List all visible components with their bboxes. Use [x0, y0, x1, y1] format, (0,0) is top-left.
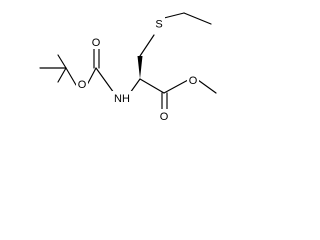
methyl-ester-group [161, 79, 217, 111]
ester-carbonyl-oxygen-label-mask [158, 109, 170, 123]
ester-oxygen-to-methyl-bond [197, 79, 217, 94]
boc-s-ethyl-cysteine-methyl-ester-structure: S O O NH O O [39, 12, 217, 123]
boc-carbamate-group [86, 46, 115, 94]
tert-butyl-to-oxygen-bond [65, 67, 77, 86]
ester-oxygen-label-mask [187, 73, 199, 87]
alpha-carbon-stereo-wedge [137, 56, 143, 79]
sulfur-label-mask [153, 17, 165, 30]
tert-butyl-methyl-bond-upper [57, 54, 67, 69]
sulfur-label: S [155, 19, 162, 31]
alpha-carbon-to-ester-carbon-bond [139, 78, 165, 94]
ethylthio-group [163, 12, 212, 25]
nitrogen-label-mask [112, 91, 132, 105]
carbamate-ester-oxygen-label-mask [76, 77, 88, 91]
carbamate-ester-oxygen-label: O [78, 79, 87, 91]
carbamate-carbonyl-oxygen-label: O [92, 37, 101, 49]
ethyl-carbon-carbon-bond [183, 12, 212, 25]
sulfur-to-ethyl-bond [163, 12, 185, 19]
tert-butyl-group [39, 54, 77, 86]
carbamate-carbonyl-oxygen-label-mask [90, 35, 102, 49]
carbamate-carbon-to-nitrogen-bond [95, 67, 115, 94]
cysteine-backbone [129, 34, 165, 94]
beta-carbon-to-sulfur-bond [139, 34, 155, 57]
ester-carbon-to-oxygen-bond [163, 79, 189, 94]
ester-carbonyl-oxygen-label: O [160, 111, 169, 123]
nitrogen-to-alpha-carbon-bond [129, 78, 141, 94]
atom-labels: S O O NH O O [76, 17, 199, 123]
nitrogen-label: NH [114, 93, 130, 105]
oxygen-to-carbamate-carbon-bond [86, 67, 97, 86]
ester-oxygen-label: O [189, 75, 198, 87]
tert-butyl-methyl-bond-lower [57, 67, 67, 83]
